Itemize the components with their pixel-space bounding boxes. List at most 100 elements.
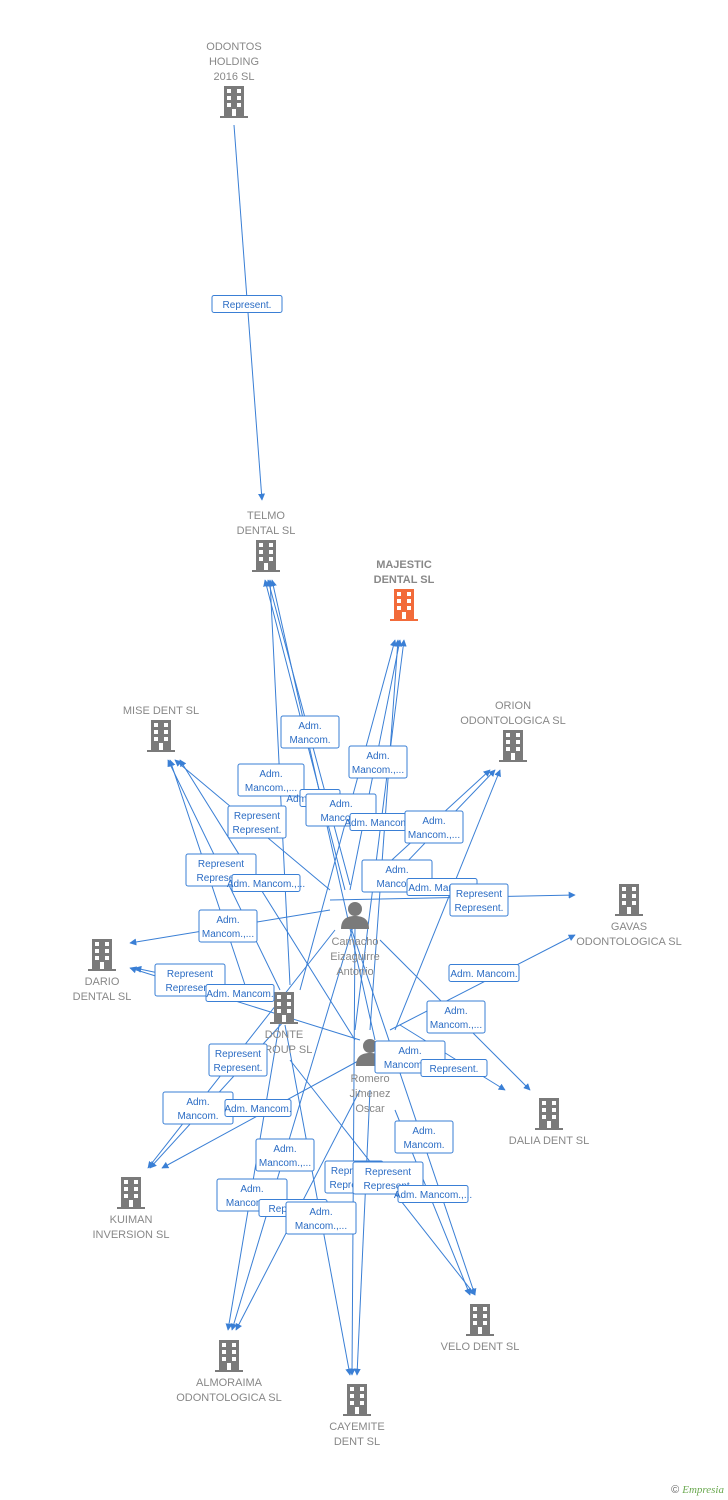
building-icon — [220, 86, 248, 118]
building-icon — [117, 1177, 145, 1209]
node-mise[interactable]: MISE DENT SL — [123, 705, 199, 752]
edge-label-box — [397, 1185, 469, 1203]
building-icon — [535, 1098, 563, 1130]
building-icon — [499, 730, 527, 762]
edge-label-text: Represent. — [223, 300, 272, 311]
node-label: MAJESTIC — [376, 559, 432, 571]
node-label: VELO DENT SL — [441, 1341, 520, 1353]
copyright-symbol: © — [671, 1484, 680, 1496]
edge-label-box — [280, 715, 340, 749]
edge-label-text: Adm.Mancom.,... — [352, 751, 404, 776]
edge-label[interactable]: Adm. Mancom. — [448, 964, 520, 982]
edge-label[interactable]: Adm.Mancom. — [394, 1120, 454, 1154]
edge-label-box — [348, 745, 408, 779]
edge-label[interactable]: Adm.Mancom.,... — [404, 810, 464, 844]
edge-label[interactable]: Adm. Mancom.,... — [227, 874, 305, 892]
edge-label[interactable]: Adm. Mancom. — [205, 984, 275, 1002]
node-label: ODONTOLOGICA SL — [176, 1392, 282, 1404]
edge-label-box — [208, 1043, 268, 1077]
node-label: Antonio — [336, 966, 373, 978]
edge-label-text: Adm.Mancom. — [376, 865, 417, 890]
edge-label-box — [237, 763, 305, 797]
node-kuiman[interactable]: KUIMAN INVERSION SL — [92, 1177, 170, 1241]
node-label: GROUP SL — [256, 1044, 313, 1056]
edge-label-text: Adm.Mancom.,... — [202, 915, 254, 940]
edge-label-text: Adm.Mancom.,... — [259, 1144, 311, 1169]
building-icon — [215, 1340, 243, 1372]
edge-7 — [369, 639, 402, 1031]
edge-label-text: Adm. Mancom. — [450, 969, 517, 980]
edge-label-text: Adm.Mancom.,... — [226, 1184, 278, 1209]
building-icon — [147, 720, 175, 752]
edge-label-box — [404, 810, 464, 844]
edge-label[interactable]: Adm.Mancom.,... — [285, 1201, 357, 1235]
edge-label[interactable]: Adm.Mancom.,... — [255, 1138, 315, 1172]
edge-32 — [348, 924, 356, 1376]
node-dalia[interactable]: DALIA DENT SL — [509, 1098, 590, 1147]
node-label: CAYEMITE — [329, 1421, 384, 1433]
edge-label-box — [426, 1000, 486, 1034]
edge-label[interactable]: Represent. — [420, 1059, 488, 1077]
edge-label-text: Adm. Mancom. — [408, 883, 475, 894]
credit: © Empresia — [671, 1484, 724, 1496]
edge-label-text: Adm.Mancom.,... — [408, 816, 460, 841]
edge-label[interactable]: Adm. Mancom.,... — [394, 1185, 472, 1203]
node-label: INVERSION SL — [92, 1229, 169, 1241]
node-cayemite[interactable]: CAYEMITE DENT SL — [329, 1384, 385, 1448]
edge-label[interactable]: Adm. Mancom. — [344, 813, 412, 831]
edge-label[interactable]: Represent. — [211, 295, 283, 313]
edge-29 — [230, 919, 356, 1331]
edge-label-text: Adm.Mancom. — [177, 1097, 218, 1122]
brand-logo[interactable]: Empresia — [682, 1484, 724, 1496]
node-label: ODONTOLOGICA SL — [576, 936, 682, 948]
node-label: KUIMAN — [110, 1214, 153, 1226]
edge-26 — [349, 924, 477, 1296]
edge-label-text: Represent. — [430, 1064, 479, 1075]
edge-label[interactable]: Adm.Mancom. — [162, 1091, 234, 1125]
edge-33 — [353, 1089, 371, 1376]
edge-labels: Represent.Adm.Mancom.Adm.Mancom.,...Adm.… — [154, 295, 520, 1235]
edge-label-text: Adm. Mancom.,... — [227, 879, 305, 890]
edge-label-text: Adm.Mancom.,... — [295, 1207, 347, 1232]
edge-label-text: Adm. Mancom. — [206, 989, 273, 1000]
edge-label[interactable]: Adm.Mancom.,... — [426, 1000, 486, 1034]
edge-label-box — [255, 1138, 315, 1172]
edge-label[interactable]: Adm.Mancom.,... — [237, 763, 305, 797]
edge-label[interactable]: Adm. Mancom. — [224, 1099, 292, 1117]
edge-label[interactable]: Adm.Mancom.,... — [198, 909, 258, 943]
node-label: Camacho — [331, 936, 378, 948]
edge-label-box — [224, 1099, 292, 1117]
edge-label-box — [231, 874, 301, 892]
edge-label-box — [211, 295, 283, 313]
edge-label-text: Adm. Mancom. — [224, 1104, 291, 1115]
edge-31 — [225, 1019, 281, 1331]
edge-label[interactable]: Adm.Mancom.,... — [348, 745, 408, 779]
edge-label[interactable]: Adm.Mancom. — [280, 715, 340, 749]
edge-label-box — [198, 909, 258, 943]
edge-14 — [394, 769, 501, 1031]
node-label: DENT SL — [334, 1436, 380, 1448]
edge-label-box — [205, 984, 275, 1002]
node-velo[interactable]: VELO DENT SL — [441, 1304, 520, 1353]
node-label: Romero — [350, 1073, 389, 1085]
node-label: HOLDING — [209, 56, 259, 68]
